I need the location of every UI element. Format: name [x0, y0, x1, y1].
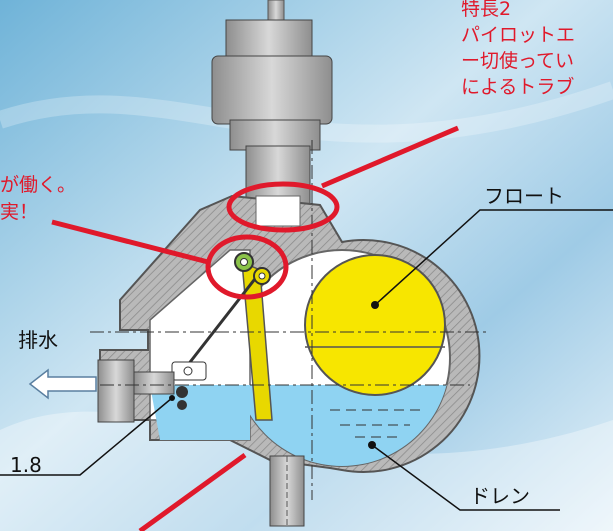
leader-float-dot	[371, 301, 379, 309]
label-drain-out: 排水	[18, 328, 58, 352]
outlet-fitting	[97, 359, 188, 423]
feature2-line1: パイロットエ	[461, 24, 576, 46]
leader-float	[374, 209, 613, 306]
callout-line-feature2	[321, 125, 459, 189]
inlet-passage	[255, 195, 301, 227]
water-dash-lines	[330, 409, 420, 438]
background-swirl	[0, 411, 613, 531]
float	[304, 254, 446, 396]
feature2-line3: によるトラブ	[461, 76, 575, 98]
center-lines	[90, 140, 490, 500]
feature2-line2: ー切使ってい	[461, 50, 575, 72]
feature2-title: 特長2	[461, 0, 512, 20]
label-float: フロート	[484, 184, 564, 208]
callout-line-feature1	[51, 219, 209, 265]
lever-mechanism	[171, 252, 273, 421]
drain-plug	[269, 455, 305, 527]
label-drain: ドレン	[470, 484, 530, 508]
inlet-fitting	[211, 0, 333, 217]
leader-size-dot	[169, 395, 175, 401]
leader-drain	[371, 444, 560, 511]
feature1-line1: が働く。	[0, 174, 77, 196]
leader-drain-dot	[368, 441, 376, 449]
callout-circle-inlet	[226, 181, 340, 233]
leader-size	[0, 397, 173, 476]
outlet-arrow-icon	[28, 368, 97, 400]
callout-circle-lever	[205, 234, 289, 300]
feature1-line2: 実！	[0, 201, 39, 223]
label-size: 1.8	[10, 453, 42, 477]
callout-line-water	[138, 452, 247, 531]
